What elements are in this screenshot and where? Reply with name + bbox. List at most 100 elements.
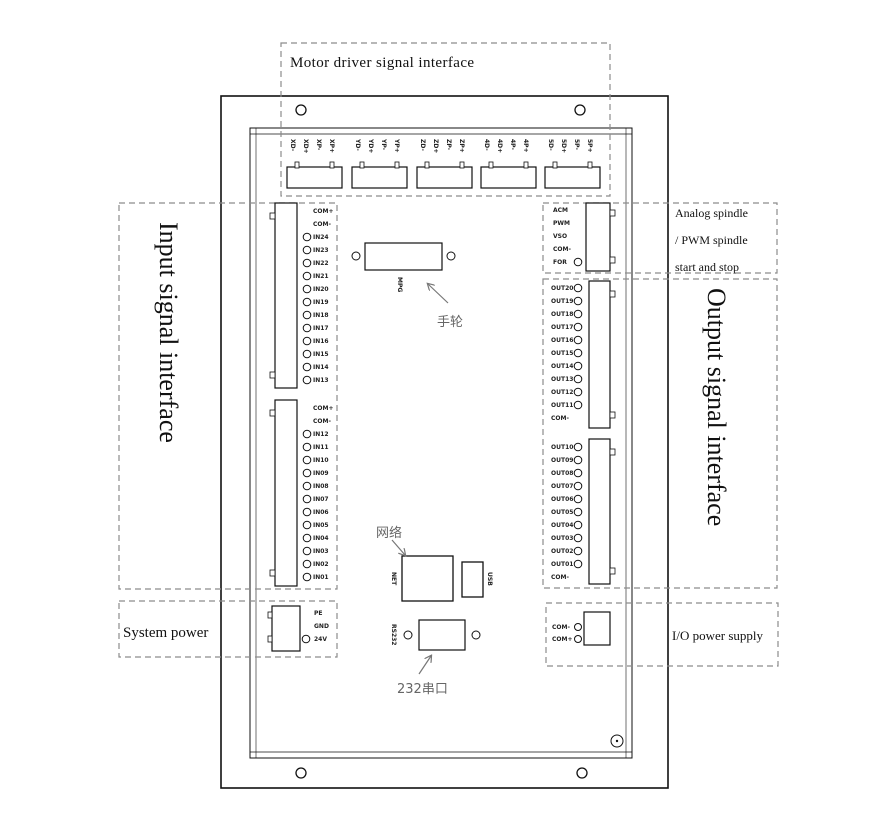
input-pin-label: IN02 (313, 561, 329, 568)
motor-callout-label: Motor driver signal interface (290, 55, 474, 71)
motor-connector-1: XD-XD+XP-XP+ (286, 139, 343, 189)
input-pin-label: IN05 (313, 522, 329, 529)
spindle-callout-box (542, 202, 778, 274)
output-callout-box (542, 278, 778, 589)
spindle-callout-line: start and stop (675, 260, 739, 274)
motor-pin-label: ZP- (445, 139, 452, 151)
mount-hole-bottom-left (295, 767, 307, 779)
mount-hole-inner (610, 734, 624, 748)
output-pin-label: OUT03 (551, 535, 573, 542)
input-pin-label: COM+ (313, 208, 334, 215)
output-terminal-dot (573, 335, 583, 345)
input-terminal-dot (302, 559, 312, 569)
net-label: NET (390, 572, 397, 586)
output-terminal-dot (573, 494, 583, 504)
input-pin-label: IN11 (313, 444, 329, 451)
spindle-pin-label: ACM (553, 207, 568, 214)
output-terminal-dot (573, 533, 583, 543)
input-terminal-dot (302, 494, 312, 504)
output-terminal-block-upper: OUT20OUT19OUT18OUT17OUT16OUT15OUT14OUT13… (551, 280, 616, 429)
output-pin-label: OUT14 (551, 363, 573, 370)
usb-label: USB (486, 572, 493, 586)
board-inner-frame (249, 127, 633, 759)
input-terminal-dot (302, 310, 312, 320)
output-terminal-dot (573, 442, 583, 452)
output-pin-label: OUT11 (551, 402, 573, 409)
motor-pin-label: XD+ (302, 139, 309, 154)
input-terminal-dot (302, 284, 312, 294)
input-pin-label: IN18 (313, 312, 329, 319)
output-terminal-dot (573, 455, 583, 465)
motor-connector-4: 4D-4D+4P-4P+ (480, 139, 537, 189)
output-terminal-dot (573, 546, 583, 556)
output-pin-label: COM- (551, 574, 569, 581)
motor-pin-label: ZP+ (458, 139, 465, 153)
input-terminal-dot (302, 271, 312, 281)
mount-hole-bottom-right (576, 767, 588, 779)
input-pin-label: IN06 (313, 509, 329, 516)
motor-pin-label: 4P+ (522, 139, 529, 153)
usb-port (461, 561, 484, 598)
serial-callout: 232串口 (397, 682, 448, 697)
output-pin-label: OUT01 (551, 561, 573, 568)
system-power-terminal: PE GND 24V (267, 605, 329, 652)
output-pin-label: OUT13 (551, 376, 573, 383)
output-terminal-dot (573, 387, 583, 397)
motor-pin-label: ZD- (419, 139, 426, 151)
input-pin-label: IN08 (313, 483, 329, 490)
power-pin-label: GND (314, 623, 329, 630)
input-callout-box (118, 202, 338, 590)
motor-pin-label: 5P+ (586, 139, 593, 153)
net-port (401, 555, 454, 602)
output-pin-label: OUT10 (551, 444, 573, 451)
output-terminal-dot (573, 481, 583, 491)
motor-pin-label: 5D- (547, 139, 554, 151)
motor-pin-label: ZD+ (432, 139, 439, 153)
handwheel-callout: 手轮 (437, 315, 463, 330)
input-pin-label: IN20 (313, 286, 329, 293)
output-pin-label: OUT16 (551, 337, 573, 344)
motor-callout-box (280, 42, 611, 197)
input-pin-label: IN13 (313, 377, 329, 384)
input-pin-label: IN17 (313, 325, 329, 332)
input-pin-label: IN10 (313, 457, 329, 464)
input-pin-label: IN22 (313, 260, 329, 267)
output-pin-label: OUT15 (551, 350, 573, 357)
output-pin-label: OUT08 (551, 470, 573, 477)
spindle-callout-line: / PWM spindle (675, 233, 748, 247)
output-pin-label: OUT20 (551, 285, 573, 292)
input-pin-label: IN07 (313, 496, 329, 503)
io-power-label: I/O power supply (672, 628, 763, 643)
power-pin-label: PE (314, 610, 323, 617)
input-terminal-dot (302, 429, 312, 439)
input-terminal-dot (302, 349, 312, 359)
spindle-callout-line: Analog spindle (675, 206, 748, 220)
input-pin-label: COM- (313, 221, 331, 228)
output-terminal-dot (573, 400, 583, 410)
rs232-label: RS232 (390, 624, 397, 645)
spindle-pin-label: VSO (553, 233, 567, 240)
output-terminal-dot (573, 296, 583, 306)
input-terminal-dot (302, 468, 312, 478)
input-terminal-dot (302, 455, 312, 465)
input-callout-label: Input signal interface (154, 222, 183, 443)
spindle-pin-label: COM- (553, 246, 571, 253)
output-pin-label: OUT07 (551, 483, 573, 490)
output-pin-label: OUT12 (551, 389, 573, 396)
output-pin-label: COM- (551, 415, 569, 422)
mount-hole-top-right (574, 104, 586, 116)
output-pin-label: OUT06 (551, 496, 573, 503)
input-pin-label: IN03 (313, 548, 329, 555)
power-pin-label: 24V (314, 636, 327, 643)
input-pin-label: COM+ (313, 405, 334, 412)
output-pin-label: OUT09 (551, 457, 573, 464)
system-power-callout-box (118, 600, 338, 658)
input-pin-label: IN01 (313, 574, 329, 581)
output-pin-label: OUT17 (551, 324, 573, 331)
input-terminal-dot (302, 245, 312, 255)
input-pin-label: IN21 (313, 273, 329, 280)
output-terminal-dot (573, 468, 583, 478)
input-terminal-dot (302, 507, 312, 517)
motor-pin-label: YD- (354, 138, 361, 151)
